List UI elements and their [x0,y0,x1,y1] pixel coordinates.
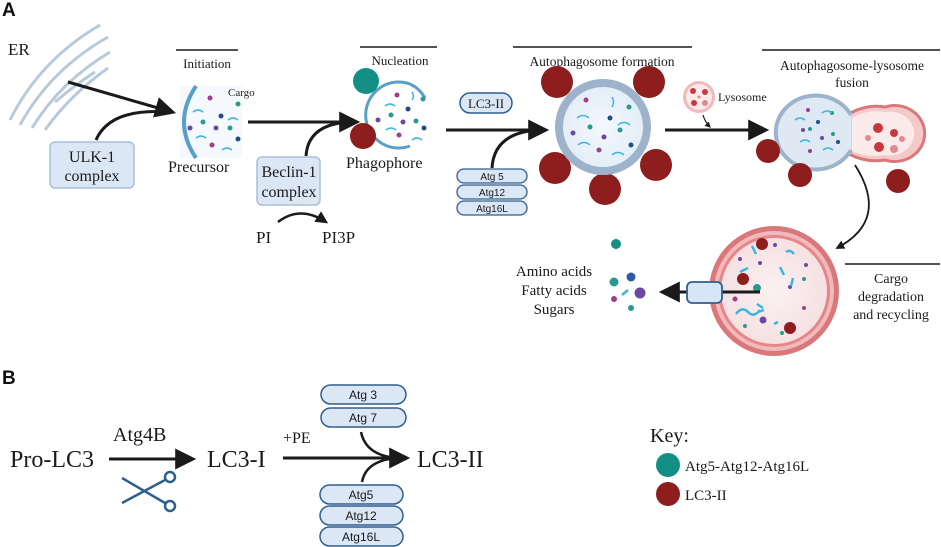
svg-text:ULK-1: ULK-1 [69,149,115,166]
beclin-arrow [304,120,351,157]
lysosome-label: Lysosome [718,90,767,104]
lc3ii-pill: LC3-II [459,92,513,114]
svg-text:Beclin-1: Beclin-1 [261,164,316,181]
stage-degradation-line1: Cargo [874,272,908,287]
product-sugars: Sugars [534,302,575,318]
product-fatty-acids: Fatty acids [521,283,587,299]
pi3p-label: PI3P [322,228,355,247]
legend-title: Key: [650,425,689,447]
pi-label: PI [256,228,271,247]
atg4b-label: Atg4B [113,424,166,446]
stage-fusion-line1: Autophagosome-lysosome [780,58,924,73]
svg-text:Atg 7: Atg 7 [349,411,377,425]
product-amino-acids: Amino acids [516,264,592,280]
precursor-membrane [180,84,242,160]
svg-text:LC3-II: LC3-II [468,96,504,111]
autolysosome-degradation [709,226,839,356]
legend: Key: Atg5-Atg12-Atg16L LC3-II [650,425,809,506]
stage-degradation-line2: degradation [858,290,924,305]
legend-label-atg5-atg12-atg16l: Atg5-Atg12-Atg16L [685,459,809,475]
transporter-channel [658,281,760,304]
scissors-icon [121,470,177,513]
stage-nucleation: Nucleation [371,53,429,68]
stage-initiation: Initiation [183,56,231,71]
svg-text:complex: complex [64,168,119,185]
fusion-to-degradation-arrow [835,164,870,249]
recycled-molecules [609,239,646,311]
stage-degradation-line3: and recycling [853,308,929,323]
legend-swatch-lc3ii [656,482,680,506]
svg-text:Atg5: Atg5 [349,488,374,502]
svg-text:Atg16L: Atg16L [476,204,508,215]
svg-text:Atg12: Atg12 [479,188,506,199]
er-icon [8,23,111,131]
er-label: ER [8,40,30,59]
pro-lc3-label: Pro-LC3 [10,447,94,473]
svg-text:Atg 5: Atg 5 [480,172,504,183]
autophagosome [539,66,672,205]
lysosome-icon [683,81,715,113]
phagophore [350,68,427,150]
atg5-atg12-atg16l-stack: Atg5 Atg12 Atg16L [319,484,404,547]
lc3i-label: LC3-I [207,447,266,473]
stage-autophagosome-formation: Autophagosome formation [529,54,674,69]
plus-pe-label: +PE [283,430,311,447]
cargo-label: Cargo [228,87,255,99]
pi-conversion-arrow [277,211,329,224]
autolysosome-fusion [756,93,927,193]
svg-text:Atg16L: Atg16L [342,530,380,544]
lc3ii-label: LC3-II [417,447,484,473]
svg-text:Atg12: Atg12 [345,509,377,523]
panel-label-b: B [2,368,16,389]
panel-label-a: A [2,0,16,21]
beclin1-complex-box: Beclin-1 complex [256,156,321,206]
atg3-atg7-stack: Atg 3 Atg 7 [320,384,407,428]
ulk1-complex-box: ULK-1 complex [49,141,135,189]
legend-label-lc3ii: LC3-II [685,488,727,504]
atg-stack-a: Atg 5 Atg12 Atg16L [456,168,528,216]
stage-fusion-line2: fusion [835,75,869,90]
er-to-precursor-arrow [67,80,177,118]
precursor-label: Precursor [168,159,230,176]
atg-stack-arrow [490,128,541,169]
svg-text:Atg 3: Atg 3 [349,388,377,402]
legend-swatch-atg5-atg12-atg16l [656,453,680,477]
phagophore-label: Phagophore [346,155,422,172]
ulk1-arrow [94,110,169,141]
svg-text:complex: complex [261,184,316,201]
